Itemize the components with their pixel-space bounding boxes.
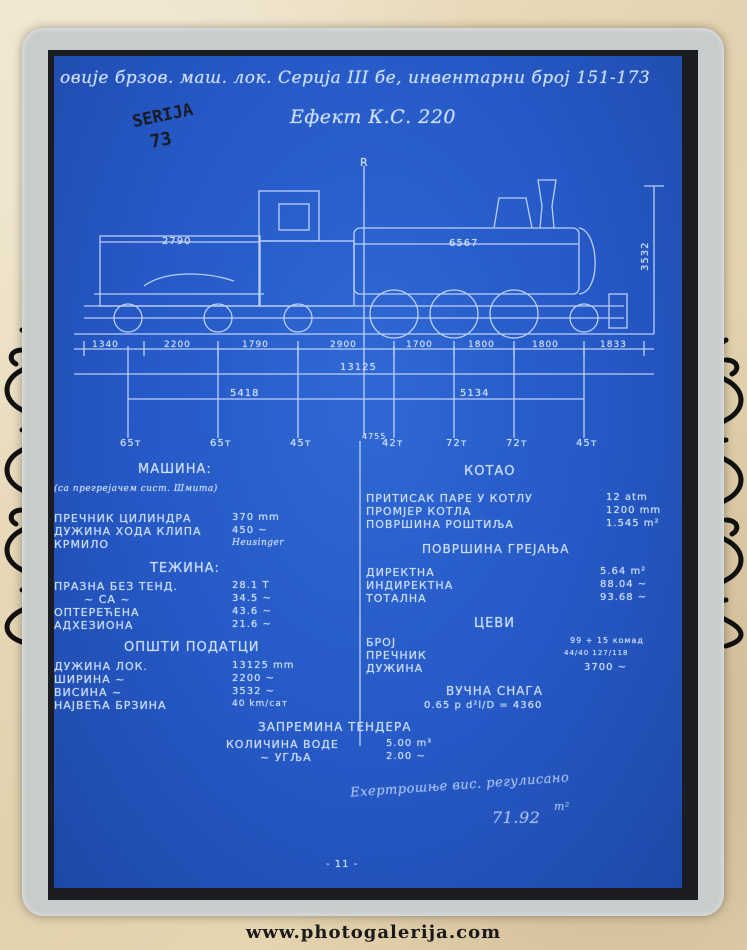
spacing-1: 1340 [92,340,119,350]
tender-title: ЗАПРЕМИНА ТЕНДЕРА [258,720,412,734]
cevi-row-1-label: БРОЈ [366,636,397,649]
spacing-5: 1700 [406,340,433,350]
tezina-row-1-label: ПРАЗНА БЕЗ ТЕНД. [54,580,178,593]
tender-row-1-label: КОЛИЧИНА ВОДЕ [226,738,339,751]
tender-width-label: 2790 [162,236,192,247]
masina-row-3-value: Heusinger [232,538,285,548]
watermark-url: www.photogalerija.com [245,922,502,943]
kotao-row-1-value: 12 atm [606,492,648,503]
cevi-row-2-value: 44/40 127/118 [564,649,629,657]
opsti-row-1-value: 13125 mm [232,660,295,671]
tender-row-2-label: ~ УГЉА [260,751,312,764]
spacing-4: 2900 [330,340,357,350]
opsti-row-4-label: НАЈВЕЋА БРЗИНА [54,699,167,712]
tezina-row-3-value: 43.6 ~ [232,606,272,617]
masina-title: МАШИНА: [138,462,212,477]
header-title: овије брзов. маш. лок. Серија III бе, ин… [60,68,651,88]
opsti-row-2-value: 2200 ~ [232,673,276,684]
tezina-row-2-value: 34.5 ~ [232,593,272,604]
axle-load-1: 65т [120,438,142,449]
height-label: 3532 [640,241,651,271]
kotao-row-3-label: ПОВРШИНА РОШТИЉА [366,518,514,531]
vucna-title: ВУЧНА СНАГА [446,684,543,698]
cevi-row-2-label: ПРЕЧНИК [366,649,427,662]
opsti-row-2-label: ШИРИНА ~ [54,673,126,686]
axle-load-5: 72т [446,438,468,449]
header-subtitle: Ефект К.С. 220 [290,106,457,128]
handwritten-series-number: 73 [148,128,174,153]
grejanje-title: ПОВРШИНА ГРЕЈАЊА [422,542,570,556]
spacing-2: 2200 [164,340,191,350]
pencil-number: 71.92 [492,808,541,827]
blueprint-sheet: овије брзов. маш. лок. Серија III бе, ин… [54,56,682,888]
masina-row-3-label: КРМИЛО [54,538,110,551]
grejanje-row-1-value: 5.64 m² [600,566,647,577]
spacing-7: 1800 [532,340,559,350]
tezina-row-4-label: АДХЕЗИОНА [54,619,134,632]
grejanje-row-3-value: 93.68 ~ [600,592,648,603]
tezina-row-4-value: 21.6 ~ [232,619,272,630]
spacing-3: 1790 [242,340,269,350]
tezina-title: ТЕЖИНА: [150,561,220,576]
grejanje-row-2-value: 88.04 ~ [600,579,648,590]
masina-row-2-value: 450 ~ [232,525,268,536]
grejanje-row-2-label: ИНДИРЕКТНА [366,579,454,592]
axle-small-label: 4755 [362,432,387,441]
kotao-row-2-value: 1200 mm [606,505,662,516]
kotao-title: КОТАО [464,464,516,479]
axle-load-7: 45т [576,438,598,449]
tezina-row-1-value: 28.1 Т [232,580,270,591]
cevi-title: ЦЕВИ [474,616,515,631]
spacing-6: 1800 [468,340,495,350]
total-length-label: 13125 [340,362,377,373]
page-number: - 11 - [326,859,359,870]
tender-row-1-value: 5.00 m³ [386,738,433,749]
axle-load-3: 45т [290,438,312,449]
span-right-label: 5134 [460,388,490,399]
cevi-row-1-value: 99 + 15 комад [570,636,644,645]
masina-row-1-value: 370 mm [232,512,280,523]
axle-load-2: 65т [210,438,232,449]
tender-row-2-value: 2.00 ~ [386,751,426,762]
locomotive-drawing [74,166,664,746]
masina-note: (са прегрејачем сист. Шмита) [54,484,218,494]
kotao-row-3-value: 1.545 m² [606,518,660,529]
kotao-row-1-label: ПРИТИСАК ПАРЕ У КОТЛУ [366,492,533,505]
opsti-title: ОПШТИ ПОДАТЦИ [124,640,260,655]
vucna-formula: 0.65 p d²l/D = 4360 [424,700,543,711]
masina-row-1-label: ПРЕЧНИК ЦИЛИНДРА [54,512,192,525]
kotao-row-2-label: ПРОМЈЕР КОТЛА [366,505,472,518]
cevi-row-3-label: ДУЖИНА [366,662,424,675]
grejanje-row-3-label: ТОТАЛНА [366,592,427,605]
tezina-row-2-label: ~ СА ~ [84,593,131,606]
marker-r: R [360,156,369,169]
span-left-label: 5418 [230,388,260,399]
opsti-row-4-value: 40 km/сат [232,699,289,709]
masina-row-2-label: ДУЖИНА ХОДА КЛИПА [54,525,202,538]
spacing-8: 1833 [600,340,627,350]
grejanje-row-1-label: ДИРЕКТНА [366,566,435,579]
opsti-row-3-value: 3532 ~ [232,686,276,697]
cevi-row-3-value: 3700 ~ [584,662,628,673]
opsti-row-3-label: ВИСИНА ~ [54,686,123,699]
axle-load-6: 72т [506,438,528,449]
boiler-length-label: 6567 [449,238,479,249]
opsti-row-1-label: ДУЖИНА ЛОК. [54,660,148,673]
axle-load-4: 42т [382,438,404,449]
tezina-row-3-label: ОПТЕРЕЋЕНА [54,606,140,619]
pencil-unit: m² [554,800,570,813]
